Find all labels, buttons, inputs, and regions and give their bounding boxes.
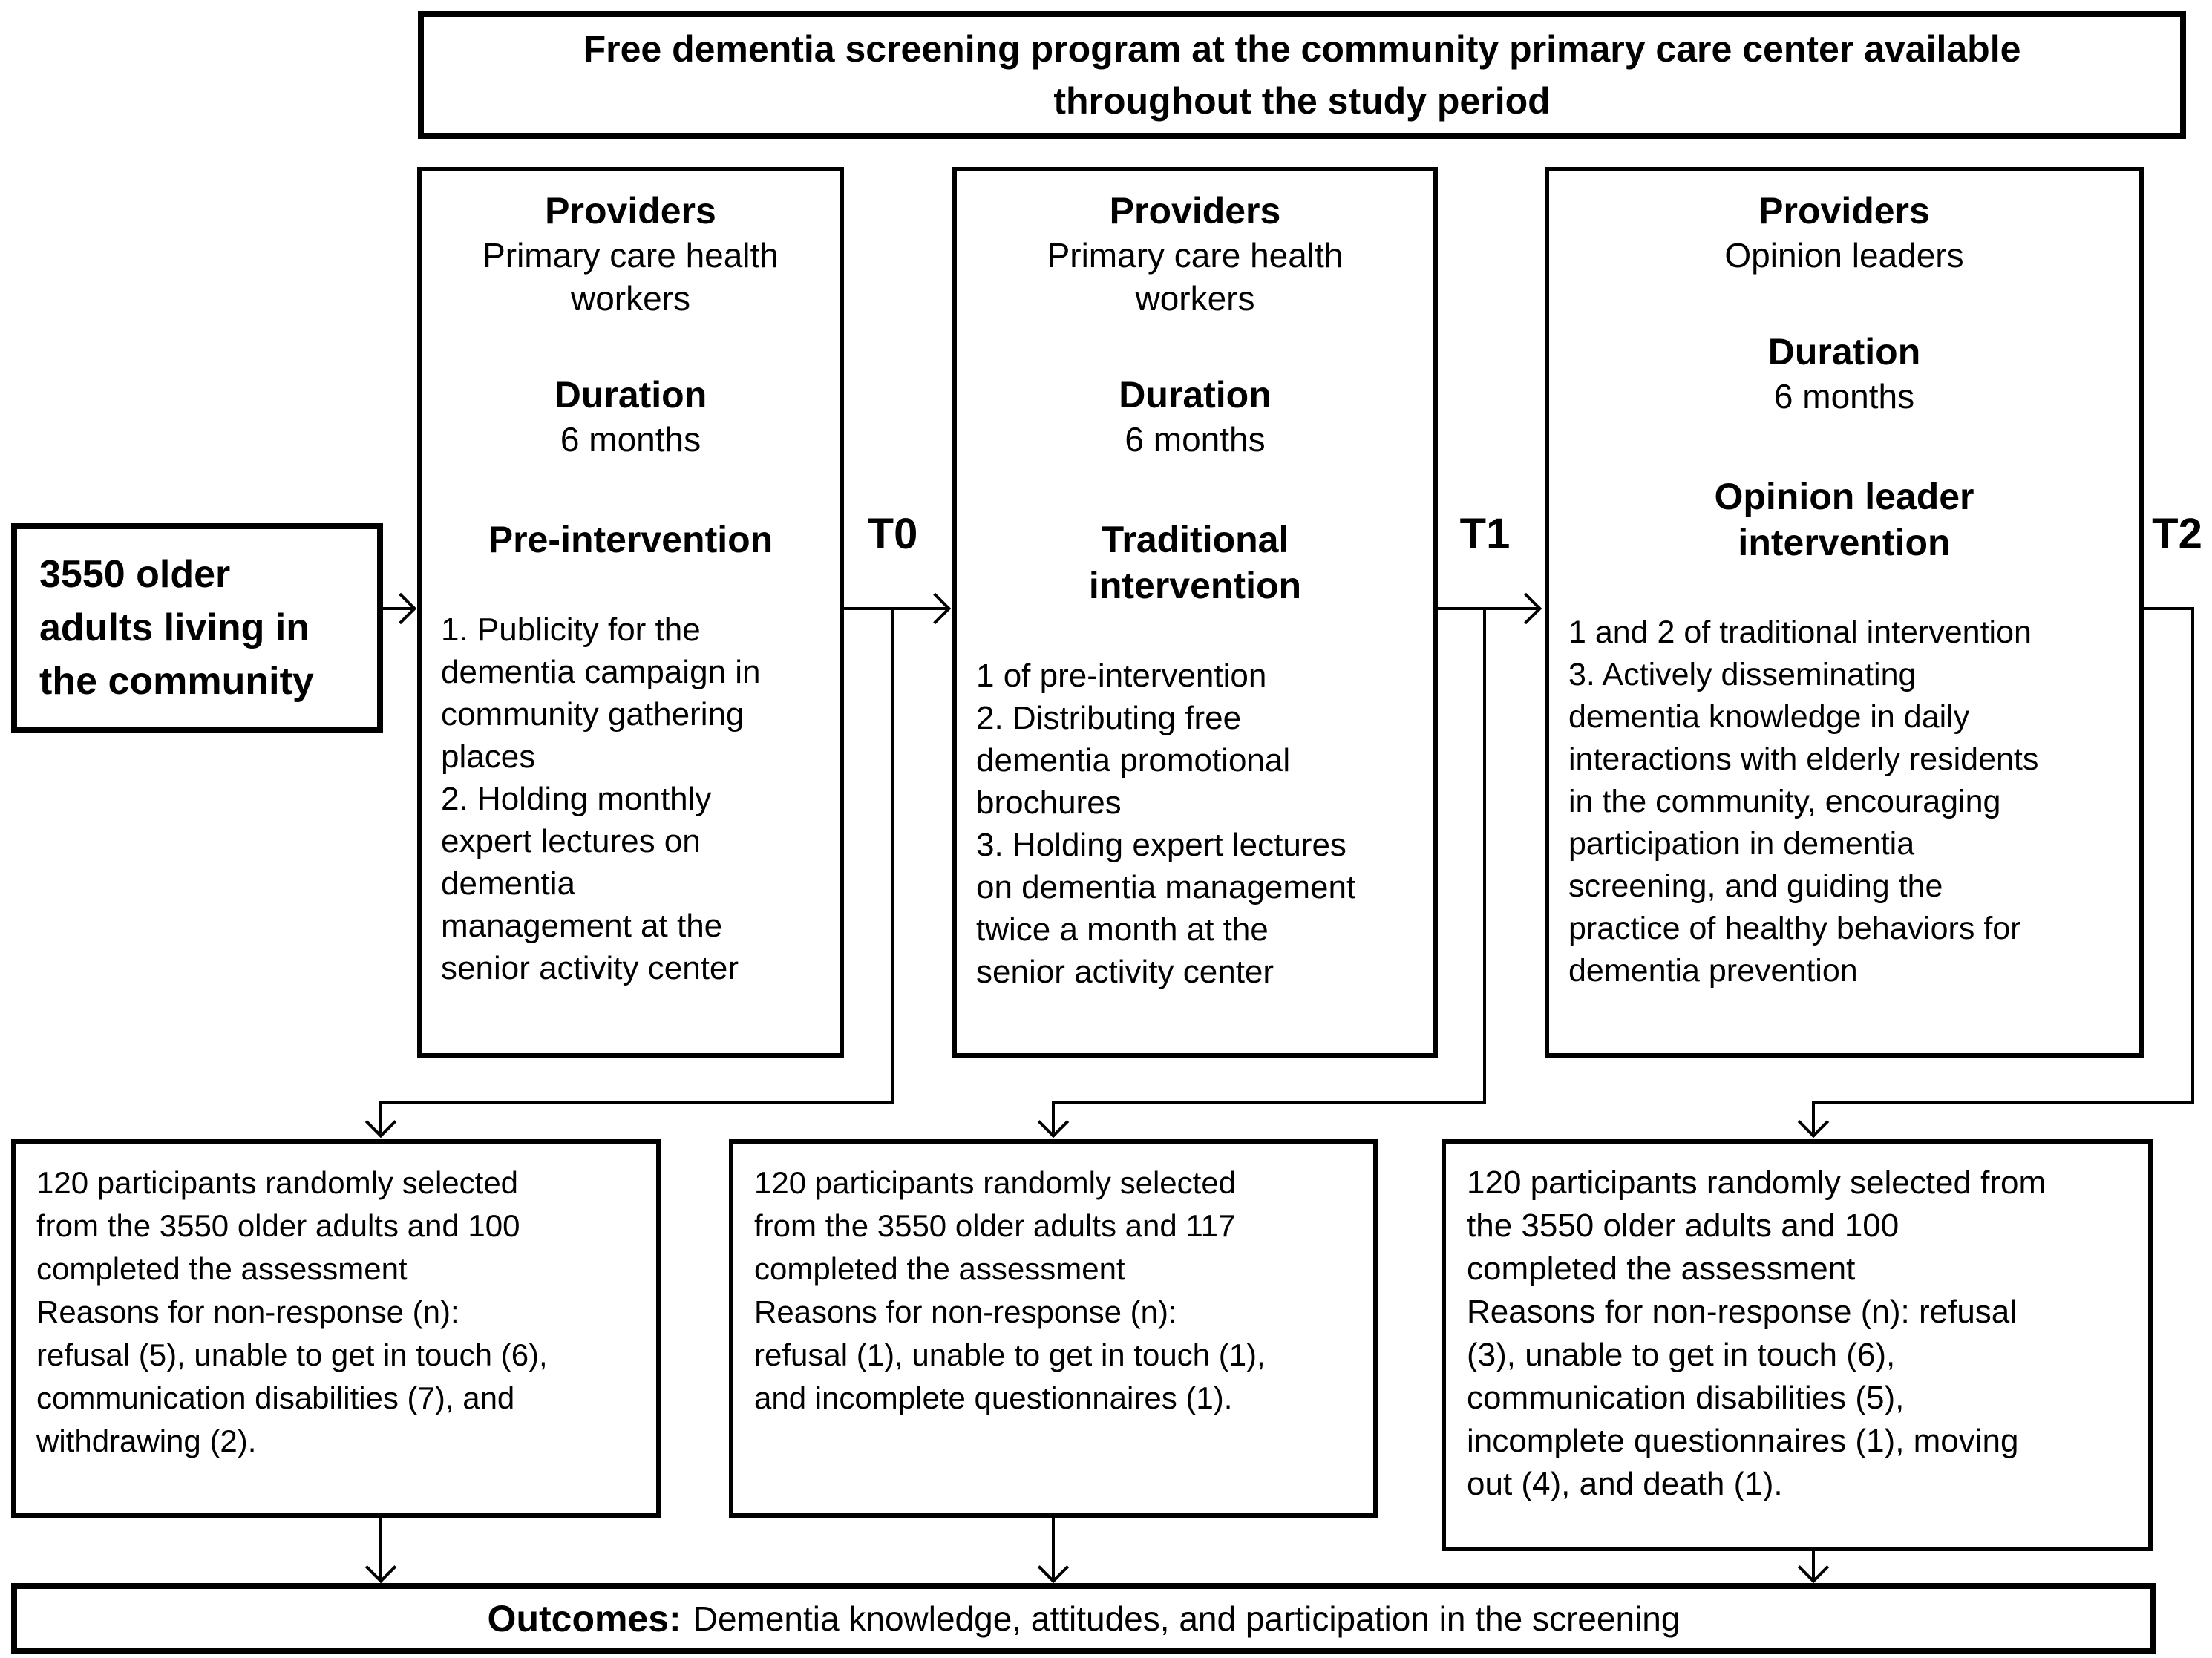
duration-value: 6 months <box>560 420 701 459</box>
providers-value: Opinion leaders <box>1724 236 1964 275</box>
connector-line-t0 <box>844 607 948 610</box>
outcomes-label: Outcomes: <box>487 1597 681 1639</box>
connector-outcome-1 <box>379 1518 382 1579</box>
arrowhead-down-icon <box>1037 1551 1070 1584</box>
timepoint-label-t2: T2 <box>2152 510 2202 558</box>
population-box: 3550 older adults living in the communit… <box>11 523 383 733</box>
timepoint-label-t0: T0 <box>867 510 918 558</box>
connector-outcome-2 <box>1052 1518 1055 1579</box>
population-text: 3550 older adults living in the communit… <box>39 553 314 703</box>
arrowhead-right-icon <box>1510 592 1542 625</box>
connector-branch-t1 <box>1483 607 1486 1104</box>
intervention-box-pre: Providers Primary care health workers Du… <box>417 167 844 1058</box>
arrowhead-down-icon <box>364 1106 397 1138</box>
participants-box-t1: 120 participants randomly selected from … <box>729 1139 1378 1518</box>
intervention-box-traditional: Providers Primary care health workers Du… <box>952 167 1438 1058</box>
connector-branch-t2 <box>2191 607 2194 1104</box>
intervention-title: Traditional intervention <box>1088 519 1302 606</box>
participants-text: 120 participants randomly selected from … <box>1467 1164 2046 1502</box>
arrowhead-down-icon <box>1797 1106 1830 1138</box>
duration-value: 6 months <box>1125 420 1266 459</box>
banner-title: Free dementia screening program at the c… <box>583 28 2021 122</box>
banner-box: Free dementia screening program at the c… <box>418 11 2186 139</box>
connector-elbow-2 <box>1052 1101 1486 1104</box>
duration-heading: Duration <box>554 374 707 416</box>
intervention-box-opinion-leader: Providers Opinion leaders Duration 6 mon… <box>1545 167 2144 1058</box>
intervention-items: 1 of pre-intervention 2. Distributing fr… <box>976 658 1356 990</box>
outcomes-text: Dementia knowledge, attitudes, and parti… <box>693 1599 1681 1638</box>
providers-heading: Providers <box>545 190 716 232</box>
connector-line-t2 <box>2144 607 2194 610</box>
participants-box-t2: 120 participants randomly selected from … <box>1442 1139 2153 1551</box>
timepoint-label-t1: T1 <box>1459 510 1511 558</box>
outcomes-box: Outcomes: Dementia knowledge, attitudes,… <box>11 1583 2156 1654</box>
connector-elbow-3 <box>1812 1101 2194 1104</box>
connector-branch-t0 <box>891 607 894 1104</box>
duration-heading: Duration <box>1119 374 1272 416</box>
intervention-title: Opinion leader intervention <box>1714 476 1974 563</box>
connector-stub-1 <box>379 1101 382 1133</box>
connector-outcome-3 <box>1812 1551 1815 1579</box>
connector-line-t1 <box>1438 607 1539 610</box>
connector-stub-2 <box>1052 1101 1055 1133</box>
participants-text: 120 participants randomly selected from … <box>36 1165 548 1458</box>
arrowhead-right-icon <box>385 592 417 625</box>
connector-line-population <box>383 607 414 610</box>
duration-heading: Duration <box>1767 331 1921 373</box>
connector-elbow-1 <box>379 1101 894 1104</box>
intervention-items: 1 and 2 of traditional intervention 3. A… <box>1568 615 2039 989</box>
providers-heading: Providers <box>1109 190 1281 232</box>
providers-heading: Providers <box>1758 190 1930 232</box>
providers-value: Primary care health workers <box>482 236 779 318</box>
duration-value: 6 months <box>1773 377 1915 416</box>
intervention-items: 1. Publicity for the dementia campaign i… <box>441 612 761 986</box>
arrowhead-down-icon <box>1797 1551 1830 1584</box>
connector-stub-3 <box>1812 1101 1815 1133</box>
providers-value: Primary care health workers <box>1047 236 1344 318</box>
arrowhead-down-icon <box>1037 1106 1070 1138</box>
intervention-title: Pre-intervention <box>488 519 773 560</box>
participants-box-t0: 120 participants randomly selected from … <box>11 1139 661 1518</box>
arrowhead-right-icon <box>919 592 952 625</box>
arrowhead-down-icon <box>364 1551 397 1584</box>
participants-text: 120 participants randomly selected from … <box>754 1165 1266 1415</box>
